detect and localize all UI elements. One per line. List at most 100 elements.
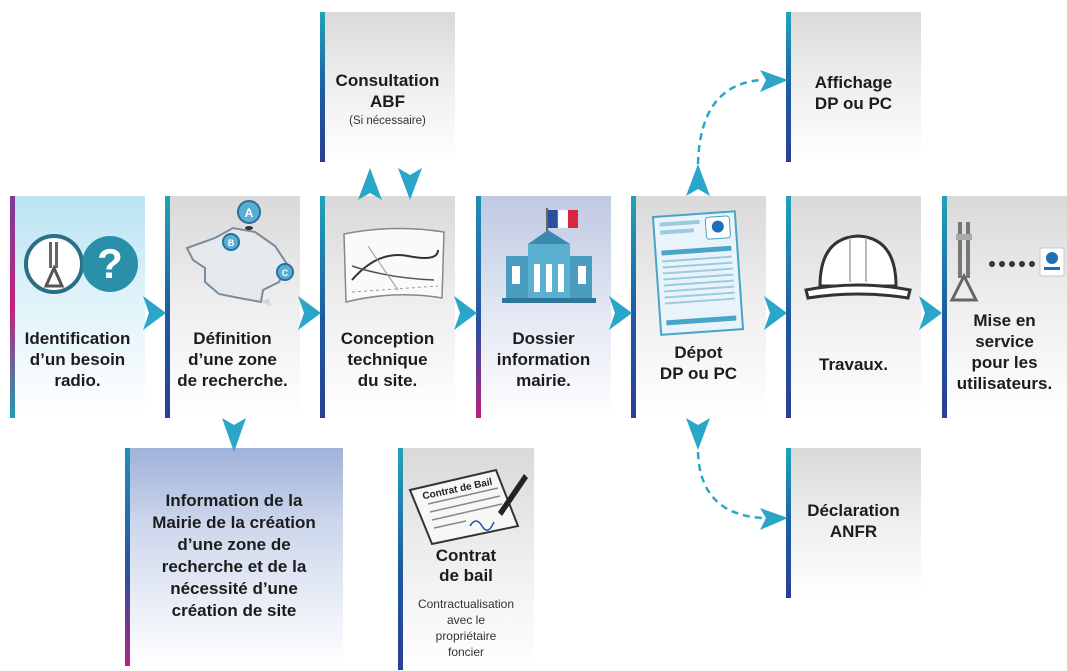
step-label-line: Dossier xyxy=(512,329,575,348)
step-bar xyxy=(631,196,636,418)
arrow-right-icon xyxy=(764,296,787,330)
box-label: Consultation ABF xyxy=(320,70,455,112)
arrow-right-icon xyxy=(143,296,166,330)
step-bar xyxy=(786,196,791,418)
box-label-line: recherche et de la xyxy=(161,557,307,576)
box-label: Déclaration ANFR xyxy=(786,500,921,542)
step-travaux: Travaux. xyxy=(786,196,921,418)
step-label-line: DP ou PC xyxy=(659,364,738,383)
box-label: Contrat de bail xyxy=(398,546,534,586)
box-label: Information de la Mairie de la création … xyxy=(125,490,343,622)
step-identification: ? Identification d’un besoin radio. xyxy=(10,196,145,418)
arrow-down-icon xyxy=(398,168,422,200)
svg-text:B: B xyxy=(228,238,235,248)
arrow-right-icon xyxy=(454,296,477,330)
step-definition-zone: A B C Définition d’une zone de recherche… xyxy=(165,196,300,418)
dashed-connector xyxy=(696,78,763,165)
application-form-icon xyxy=(649,208,749,338)
svg-text:?: ? xyxy=(97,240,123,287)
box-affichage: Affichage DP ou PC xyxy=(786,12,921,162)
step-bar xyxy=(125,448,130,666)
box-note: Contractualisation avec le propriétaire … xyxy=(398,596,534,660)
box-note-line: propriétaire xyxy=(435,629,497,643)
arrow-head-icon xyxy=(760,508,788,530)
box-label-line: ANFR xyxy=(829,522,878,541)
step-label-line: Identification xyxy=(24,329,131,348)
step-label: Identification d’un besoin radio. xyxy=(10,328,145,391)
box-note-line: Contractualisation xyxy=(417,597,515,611)
step-mise-en-service: Mise en service pour les utilisateurs. xyxy=(942,196,1067,418)
step-bar xyxy=(786,448,791,598)
box-label-line: ABF xyxy=(370,92,405,111)
box-contrat-bail: Contrat de Bail Contrat de bail Contract… xyxy=(398,448,534,670)
step-label-line: radio. xyxy=(54,371,101,390)
step-label-line: mairie. xyxy=(516,371,571,390)
antenna-network-icon xyxy=(948,214,1066,304)
box-label-line: Contrat xyxy=(435,546,497,565)
town-hall-icon xyxy=(494,206,604,306)
step-label-line: Travaux. xyxy=(819,355,888,374)
step-label-line: service xyxy=(975,332,1034,351)
arrow-right-icon xyxy=(298,296,321,330)
svg-text:A: A xyxy=(245,206,254,220)
step-bar xyxy=(942,196,947,418)
step-label-line: d’une zone xyxy=(188,350,277,369)
step-bar xyxy=(476,196,481,418)
lease-contract-icon: Contrat de Bail xyxy=(406,462,530,546)
step-conception: Conception technique du site. xyxy=(320,196,455,418)
box-label-line: Déclaration xyxy=(807,501,900,520)
step-label: Dossier information mairie. xyxy=(476,328,611,391)
box-note-line: avec le xyxy=(446,613,486,627)
svg-text:C: C xyxy=(282,268,289,278)
step-label-line: information xyxy=(496,350,591,369)
step-label: Travaux. xyxy=(786,354,921,375)
step-dossier-mairie: Dossier information mairie. xyxy=(476,196,611,418)
step-label-line: Définition xyxy=(193,329,272,348)
box-label-line: nécessité d’une xyxy=(170,579,298,598)
technical-plan-icon xyxy=(338,220,450,306)
step-bar xyxy=(398,448,403,670)
step-bar xyxy=(320,12,325,162)
map-marker: C xyxy=(276,263,294,281)
box-note: (Si nécessaire) xyxy=(349,115,426,127)
dashed-connector xyxy=(696,451,763,520)
step-label-line: Conception xyxy=(340,329,435,348)
step-label-line: de recherche. xyxy=(177,371,288,390)
box-consultation-abf: Consultation ABF (Si nécessaire) xyxy=(320,12,455,162)
map-marker: B xyxy=(222,233,240,251)
box-note-line: foncier xyxy=(447,645,485,659)
box-label-line: Mairie de la création xyxy=(152,513,316,532)
box-label-line: création de site xyxy=(171,601,297,620)
step-label: Dépot DP ou PC xyxy=(631,342,766,384)
box-label-line: Consultation xyxy=(335,71,440,90)
box-label-line: DP ou PC xyxy=(814,94,893,113)
arrow-right-icon xyxy=(609,296,632,330)
step-label: Définition d’une zone de recherche. xyxy=(165,328,300,391)
step-label-line: Mise en xyxy=(973,311,1036,330)
map-marker: A xyxy=(237,200,261,224)
box-label-line: Affichage xyxy=(814,73,893,92)
step-label-line: du site. xyxy=(357,371,418,390)
arrow-right-icon xyxy=(919,296,942,330)
box-label-line: Information de la xyxy=(165,491,303,510)
step-label-line: technique xyxy=(347,350,428,369)
step-bar xyxy=(786,12,791,162)
arrow-down-icon xyxy=(222,418,246,452)
box-declaration-anfr: Déclaration ANFR xyxy=(786,448,921,598)
step-bar xyxy=(10,196,15,418)
hard-hat-icon xyxy=(798,224,918,314)
box-label-line: d’une zone de xyxy=(177,535,291,554)
step-depot: Dépot DP ou PC xyxy=(631,196,766,418)
arrow-up-icon xyxy=(686,164,710,196)
arrow-head-icon xyxy=(760,70,788,92)
step-label-line: pour les xyxy=(971,353,1038,372)
step-bar xyxy=(165,196,170,418)
box-label: Affichage DP ou PC xyxy=(786,72,921,114)
france-map-icon: A B C xyxy=(175,198,300,306)
step-label-line: Dépot xyxy=(674,343,723,362)
step-label-line: utilisateurs. xyxy=(956,374,1053,393)
box-information-mairie: Information de la Mairie de la création … xyxy=(125,448,343,666)
step-label: Mise en service pour les utilisateurs. xyxy=(942,310,1067,394)
step-label-line: d’un besoin xyxy=(29,350,126,369)
